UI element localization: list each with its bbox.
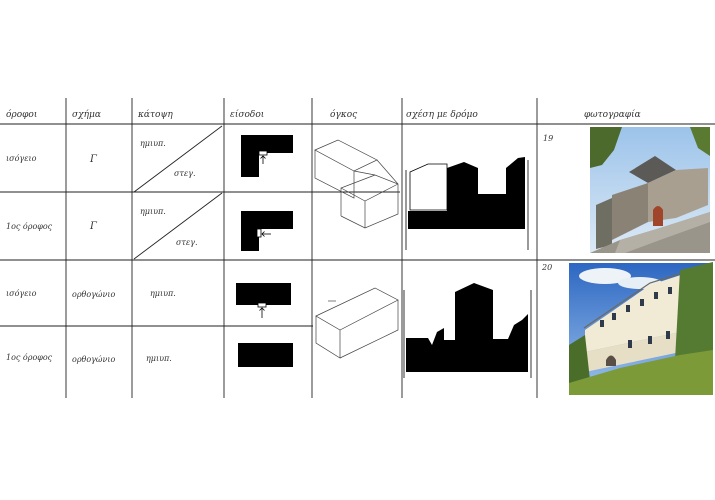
shape-cell: ορθογώνιο bbox=[72, 355, 115, 364]
plan-top-cell: ημιυπ. bbox=[150, 289, 176, 298]
floor-cell: 1ος όροφος bbox=[6, 222, 53, 231]
header-photo: φωτογραφία bbox=[584, 109, 641, 120]
plan-top-cell: ημιυπ. bbox=[140, 139, 166, 148]
entrance-arrow-icon bbox=[256, 228, 271, 238]
road-section-1 bbox=[405, 157, 529, 250]
shape-cell: Γ bbox=[89, 221, 98, 232]
shape-cell: ορθογώνιο bbox=[72, 290, 115, 299]
building-photo bbox=[590, 127, 710, 253]
plan-top-cell: ημιυπ. bbox=[140, 207, 166, 216]
header-row: όροφοι σχήμα κάτοψη είσοδοι όγκος σχέση … bbox=[6, 109, 641, 120]
header-road-relation: σχέση με δρόμο bbox=[406, 109, 478, 120]
header-shape: σχήμα bbox=[72, 109, 101, 120]
table-row: ισόγειο Γ ημιυπ. στεγ. bbox=[6, 135, 293, 178]
plan-bottom-cell: στεγ. bbox=[176, 238, 198, 247]
photo-number: 19 bbox=[543, 134, 553, 143]
table-grid bbox=[0, 98, 715, 398]
entrance-plan-l-shape bbox=[241, 211, 293, 251]
shape-cell: Γ bbox=[89, 154, 98, 165]
floor-cell: ισόγειο bbox=[6, 289, 37, 298]
header-entrances: είσοδοι bbox=[230, 109, 264, 120]
plan-bottom-cell: στεγ. bbox=[174, 169, 196, 178]
entrance-plan-rectangle bbox=[236, 283, 291, 305]
floor-cell: ισόγειο bbox=[6, 154, 37, 163]
header-plan: κάτοψη bbox=[137, 109, 173, 120]
entrance-plan-l-shape bbox=[241, 135, 293, 177]
photo-number: 20 bbox=[541, 263, 552, 272]
header-floors: όροφοι bbox=[6, 109, 37, 120]
floor-cell: 1ος όροφος bbox=[6, 353, 53, 362]
plan-top-cell: ημιυπ. bbox=[146, 354, 172, 363]
table-row: 1ος όροφος ορθογώνιο ημιυπ. bbox=[6, 343, 293, 367]
table-row: 1ος όροφος Γ ημιυπ. στεγ. bbox=[6, 207, 293, 251]
header-volume: όγκος bbox=[330, 109, 358, 120]
building-photo bbox=[569, 262, 713, 395]
volume-sketch-l-shape bbox=[314, 139, 399, 229]
road-section-2 bbox=[403, 283, 532, 378]
entrance-plan-rectangle bbox=[238, 343, 293, 367]
entrance-arrow-icon bbox=[257, 302, 267, 318]
volume-sketch-rectangle bbox=[315, 287, 399, 359]
entrance-arrow-icon bbox=[258, 150, 268, 164]
table-row: ισόγειο ορθογώνιο ημιυπ. bbox=[6, 283, 291, 318]
